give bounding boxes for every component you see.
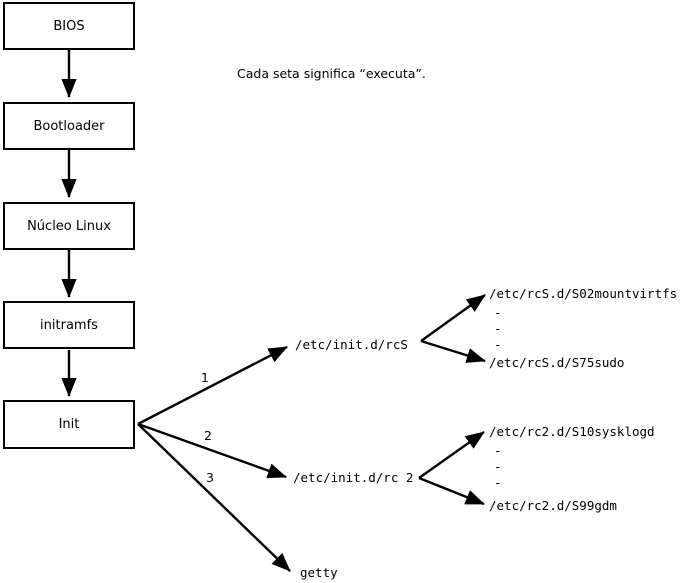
rcs-first-script[interactable]: /etc/rcS.d/S02mountvirtfs [489,286,678,301]
rc2-last-script[interactable]: /etc/rc2.d/S99gdm [489,498,617,513]
node-rcs-script[interactable]: /etc/init.d/rcS [295,337,408,352]
arrow-rcs-to-last-script [420,339,486,363]
arrow-rcs-to-first-script [420,294,486,342]
rcs-last-script[interactable]: /etc/rcS.d/S75sudo [489,355,625,370]
node-bios-label: BIOS [53,18,85,34]
node-getty[interactable]: getty [300,565,338,580]
rcs-ellipsis-2: - [494,321,502,336]
legend-note: Cada seta significa “executa”. [237,66,426,81]
node-kernel[interactable]: Núcleo Linux [3,202,135,250]
node-kernel-label: Núcleo Linux [27,218,111,234]
node-rc2-script[interactable]: /etc/init.d/rc 2 [293,470,414,485]
rcs-ellipsis-1: - [494,305,502,320]
edge-label-branch-1: 1 [201,370,209,385]
node-initramfs-label: initramfs [40,317,98,333]
arrow-init-branch-3 [137,423,291,572]
node-init-label: Init [58,417,80,432]
arrow-init-branch-1 [137,345,288,426]
node-bootloader-label: Bootloader [33,118,105,134]
node-initramfs[interactable]: initramfs [3,301,135,349]
rcs-ellipsis-3: - [494,337,502,352]
rc2-ellipsis-1: - [494,443,502,458]
node-bios[interactable]: BIOS [3,2,135,50]
arrow-rc2-to-first-script [418,431,485,479]
rc2-first-script[interactable]: /etc/rc2.d/S10sysklogd [489,424,655,439]
edge-label-branch-2: 2 [204,428,212,443]
rc2-ellipsis-3: - [494,475,502,490]
edge-label-branch-3: 3 [206,470,214,485]
rc2-ellipsis-2: - [494,459,502,474]
arrow-rc2-to-last-script [418,476,485,506]
node-init[interactable]: Init [3,400,135,449]
node-bootloader[interactable]: Bootloader [3,102,135,150]
